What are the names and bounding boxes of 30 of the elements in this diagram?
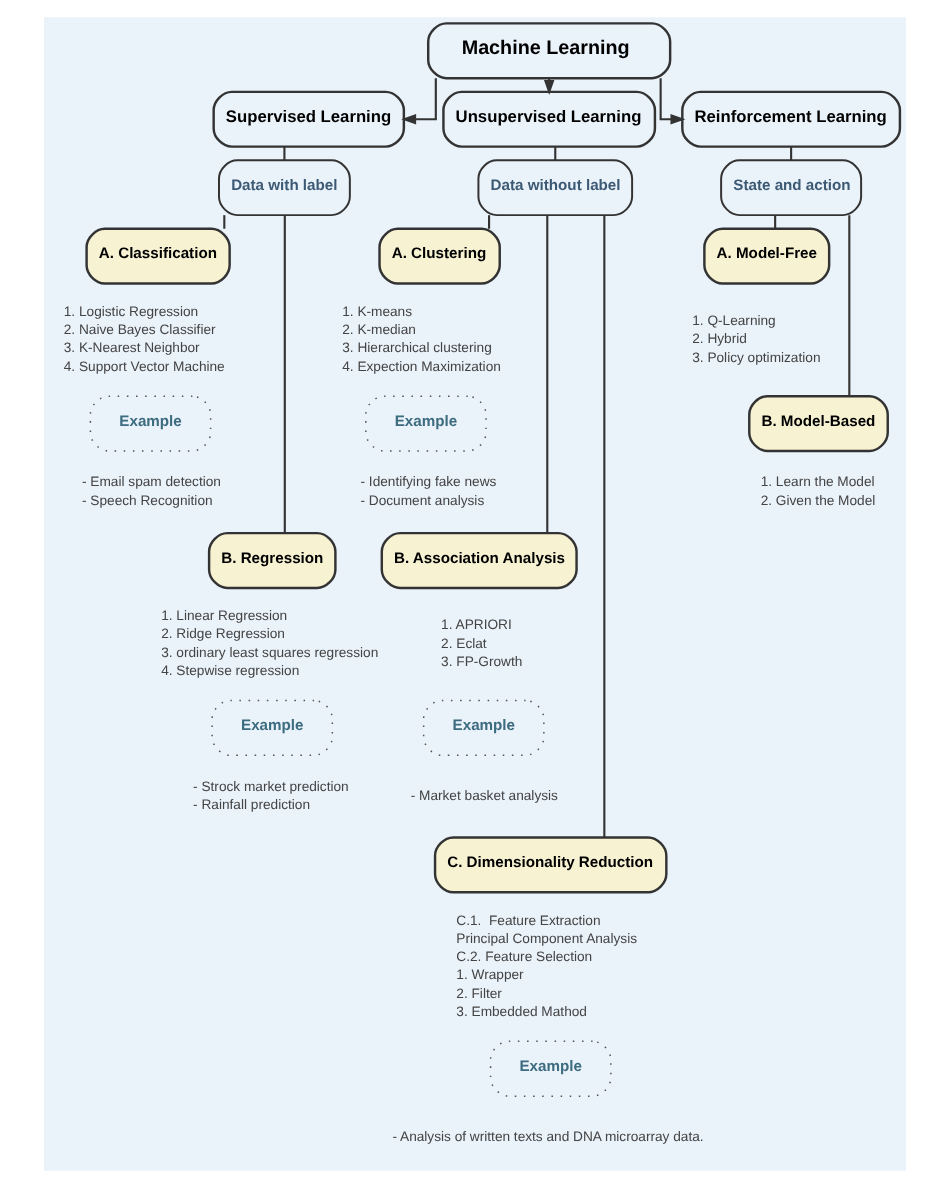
node-box: Unsupervised Learning — [441, 90, 656, 148]
node-box: Data with label — [217, 159, 350, 217]
arrow — [658, 78, 685, 125]
connector — [545, 215, 548, 534]
node-box: Example — [421, 699, 544, 757]
connector — [487, 215, 490, 229]
node-box: C. Dimensionality Reduction — [432, 836, 667, 894]
connector — [773, 215, 776, 229]
node-box: Example — [210, 699, 333, 757]
arrow — [400, 78, 436, 125]
node-box: A. Clustering — [377, 227, 500, 285]
node-box: Supervised Learning — [211, 90, 405, 148]
node-box: A. Classification — [84, 227, 230, 285]
node-box: A. Model-Free — [702, 227, 830, 285]
node-box: Example — [488, 1040, 611, 1097]
node-box: Example — [364, 395, 486, 452]
connector — [789, 146, 792, 161]
connector — [847, 215, 850, 396]
connector — [602, 215, 605, 838]
connector — [553, 146, 556, 161]
connector — [222, 215, 225, 229]
node-box: B. Model-Based — [747, 394, 888, 453]
node-box: State and action — [719, 159, 862, 217]
node-box: Data without label — [476, 159, 633, 217]
node-box: B. Association Analysis — [379, 531, 577, 590]
node-box: B. Regression — [206, 531, 336, 590]
node-box: Example — [88, 395, 211, 452]
connector — [282, 215, 285, 534]
node-box: Reinforcement Learning — [680, 90, 901, 148]
connector — [282, 146, 285, 161]
